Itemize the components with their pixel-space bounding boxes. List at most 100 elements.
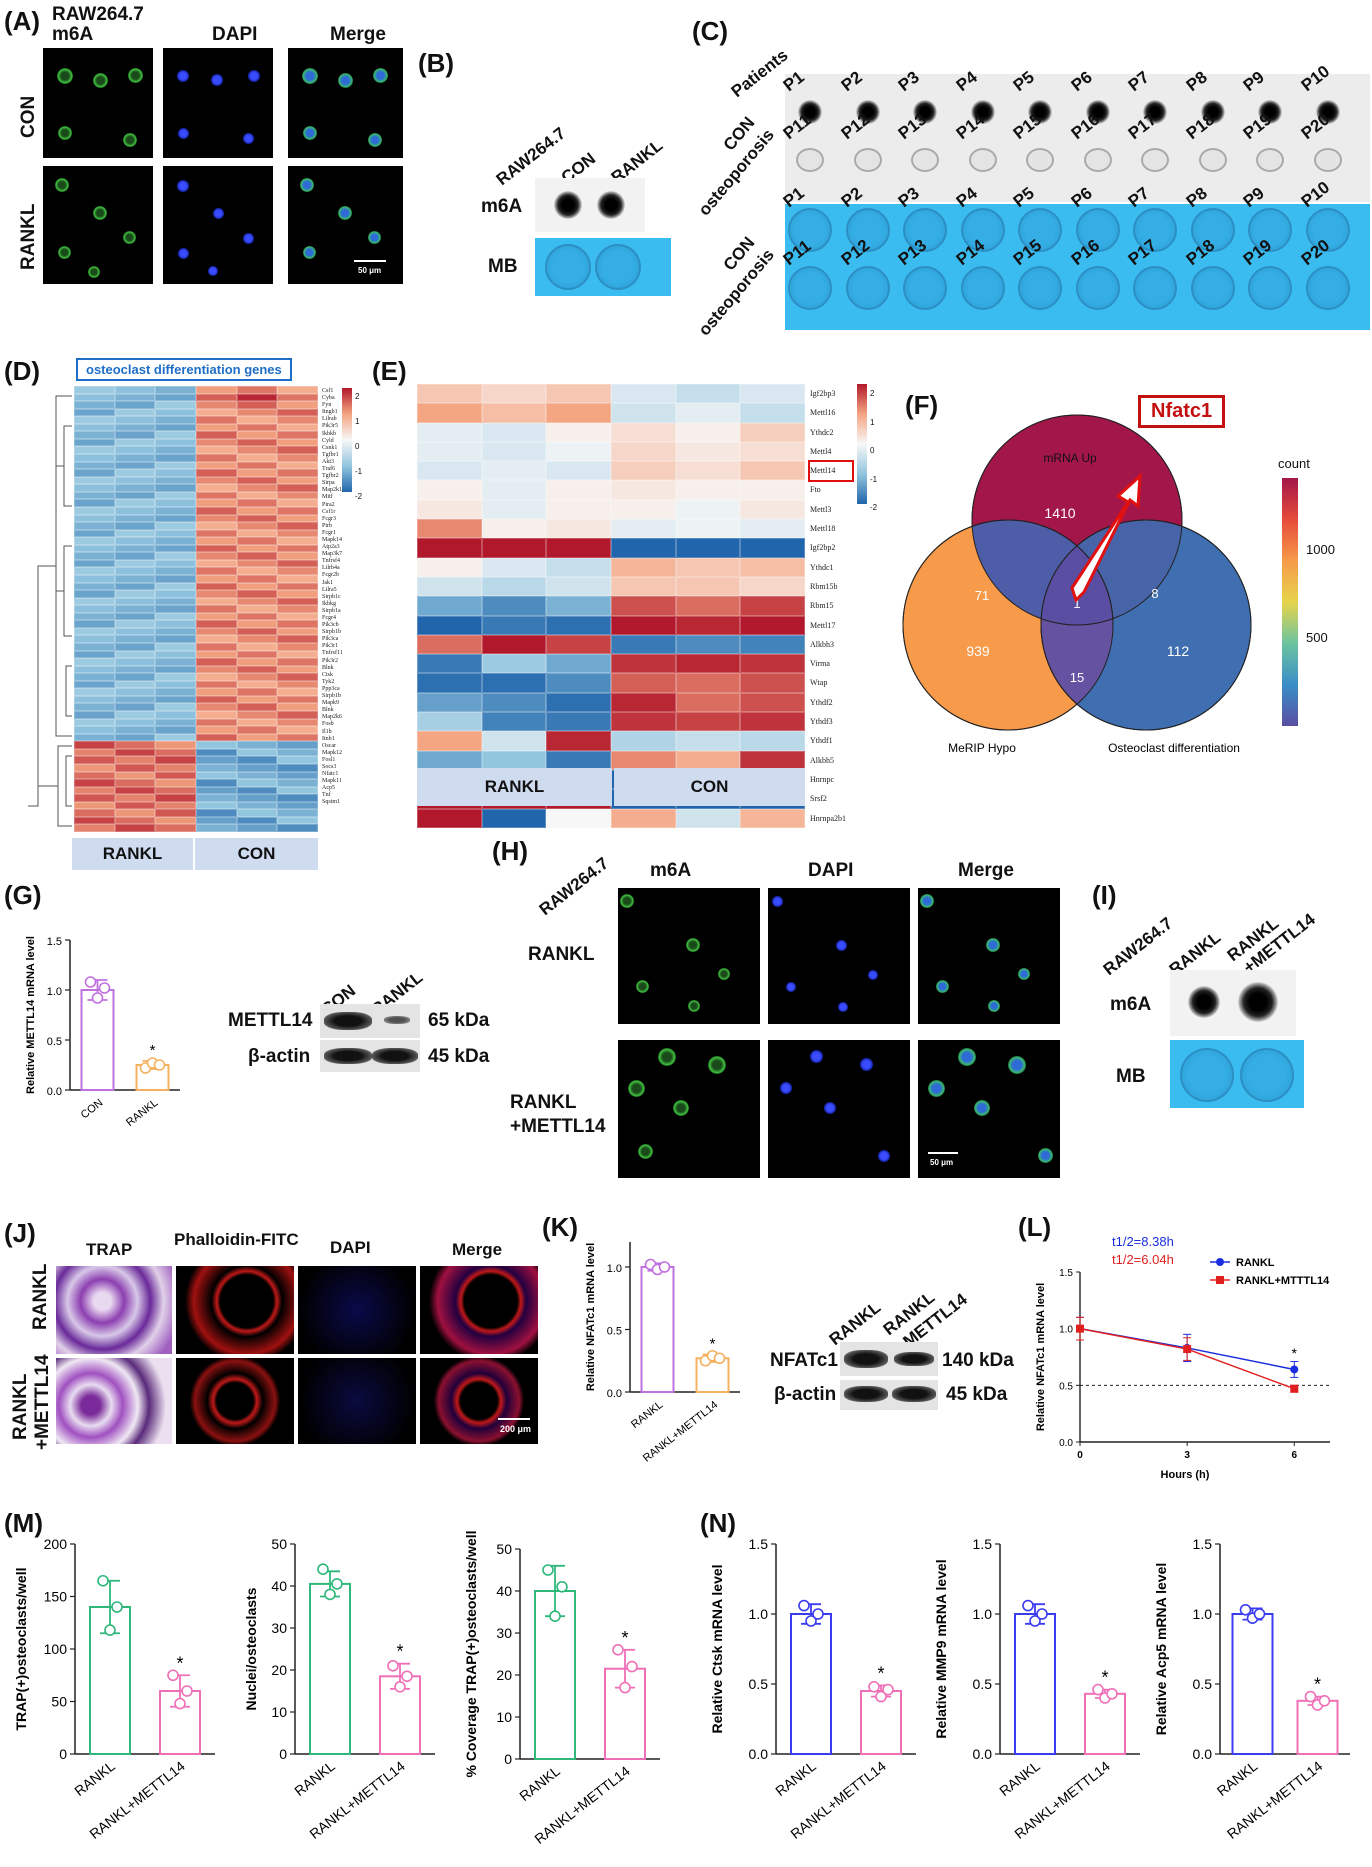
heatmap-cell (610, 480, 676, 500)
heatmap-cell (74, 438, 115, 447)
y-tick-label: 0.5 (749, 1676, 769, 1692)
heatmap-cell (155, 756, 196, 764)
heatmap-cell (277, 771, 318, 780)
heatmap-cell (277, 695, 318, 704)
data-point (84, 976, 97, 988)
heatmap-cell (155, 431, 196, 439)
heatmap-cell (74, 809, 115, 817)
gene-label: Ythdc2 (810, 427, 834, 437)
data-point (1036, 1608, 1048, 1620)
heatmap-cell (481, 634, 547, 655)
heatmap-cell (114, 529, 156, 538)
heatmap-cell (74, 680, 115, 689)
heatmap-cell (740, 634, 805, 655)
data-point (324, 1588, 336, 1601)
heatmap-cell (155, 620, 196, 628)
heatmap-cell (277, 809, 318, 817)
gene-label: Virma (810, 659, 830, 669)
heatmap-cell (155, 695, 196, 704)
x-tick-label: RANKL (996, 1758, 1043, 1799)
heatmap-cell (74, 756, 115, 764)
patient-dot (903, 266, 947, 310)
gene-label: Map2k1 (322, 487, 342, 494)
significance-star: * (396, 1642, 403, 1662)
gene-label: Sirpb1b (322, 629, 342, 636)
heatmap-cell (155, 779, 196, 787)
heatmap-cell (155, 401, 196, 409)
heatmap-cell (74, 423, 115, 432)
colorbar-d (342, 388, 352, 492)
heatmap-cell (675, 480, 741, 500)
heatmap-cell (740, 731, 805, 751)
gene-label: Pik3r1 (322, 643, 339, 650)
heatmap-cell (417, 615, 482, 635)
heatmap-cell (675, 808, 741, 828)
heatmap-d (74, 386, 318, 832)
heatmap-cell (417, 673, 482, 693)
heatmap-cell (74, 574, 115, 583)
y-tick-label: 150 (44, 1589, 68, 1605)
patients-label: Patients (727, 45, 792, 102)
heatmap-cell (196, 529, 237, 538)
heatmap-cell (236, 431, 278, 439)
heatmap-cell (236, 605, 278, 613)
bar (790, 1613, 832, 1755)
bar (1014, 1613, 1056, 1755)
heatmap-cell (277, 491, 318, 500)
y-axis-label: Relative NFATc1 mRNA level (1035, 1283, 1047, 1431)
gene-label: Map3k7 (322, 551, 342, 558)
gene-label: Mettl18 (810, 524, 836, 534)
row-label-con: CON (18, 95, 39, 138)
heatmap-cell (155, 801, 196, 810)
heatmap-cell (236, 711, 278, 719)
data-point (1304, 1690, 1317, 1703)
heatmap-cell (481, 557, 547, 577)
gene-label: Sirpb1c (322, 593, 341, 600)
heatmap-cell (155, 552, 196, 560)
panel-label-j: (J) (4, 1218, 36, 1248)
heatmap-cell (74, 461, 115, 470)
patient-dot (1075, 208, 1120, 252)
heatmap-cell (277, 635, 318, 644)
heatmap-cell (481, 731, 547, 751)
heatmap-cell (277, 748, 318, 757)
heatmap-cell (546, 519, 611, 539)
micrograph-dapi-rankl (163, 166, 273, 284)
heatmap-cell (155, 438, 196, 447)
blot-row-mettl14: METTL14 (228, 1010, 313, 1031)
heatmap-cell (155, 809, 196, 817)
heatmap-cell (196, 446, 237, 455)
gene-label: Fcgr2b (322, 572, 339, 579)
patient-dot (911, 148, 939, 172)
patient-dot (960, 266, 1005, 310)
methylene-blue-stain (1170, 1040, 1304, 1108)
heatmap-cell (114, 522, 156, 530)
gene-label: Tyk2 (322, 678, 335, 685)
heatmap-cell (196, 726, 237, 734)
data-point (167, 1669, 179, 1682)
heatmap-cell (675, 731, 741, 751)
heatmap-cell (114, 446, 156, 455)
legend-label: RANKL+MTTTL14 (1236, 1275, 1330, 1287)
heatmap-cell (74, 514, 115, 523)
gene-label: Oscar (322, 742, 336, 749)
heatmap-cell (277, 431, 318, 439)
heatmap-cell (546, 808, 611, 828)
heatmap-cell (74, 741, 115, 749)
heatmap-cell (114, 476, 156, 485)
panel-label-i: (I) (1092, 880, 1117, 910)
data-point (394, 1681, 406, 1693)
heatmap-cell (74, 794, 115, 802)
heatmap-cell (610, 441, 676, 462)
heatmap-cell (236, 635, 278, 644)
heatmap-cell (155, 514, 196, 523)
heatmap-cell (74, 627, 115, 636)
half-life-rankl: t1/2=8.38h (1112, 1234, 1174, 1249)
panel-label-e: (E) (372, 356, 407, 386)
y-tick-label: 10 (496, 1709, 512, 1725)
heatmap-cell (740, 712, 805, 732)
colorbar-f-title: count (1278, 456, 1310, 471)
heatmap-cell (277, 386, 318, 394)
gene-label: Mettl3 (810, 504, 832, 514)
